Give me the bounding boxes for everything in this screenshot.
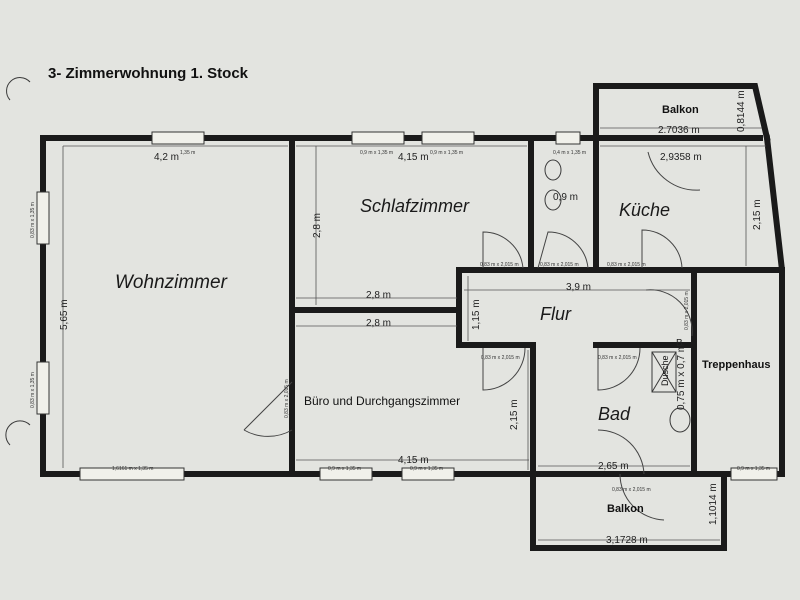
room-dusche: Dusche xyxy=(660,355,670,386)
window-bottom-1 xyxy=(79,467,185,481)
dim-buero-height: 2,15 m xyxy=(509,399,520,430)
window-bottom-2-label: 0,9 m x 1,35 m xyxy=(328,466,361,472)
door-kueche xyxy=(641,229,683,269)
window-top-1 xyxy=(151,131,205,145)
dim-bad-width: 2,65 m xyxy=(598,461,629,472)
window-left-1 xyxy=(36,191,50,245)
room-bad: Bad xyxy=(598,404,631,424)
dim-dusche-size: 0,75 m x 0,7 m xyxy=(676,344,687,410)
door-balkon-kueche xyxy=(647,151,701,191)
window-bottom-4-label: 0,9 m x 1,35 m xyxy=(737,466,770,472)
door-bad xyxy=(597,347,641,391)
door-schlafzimmer xyxy=(482,231,524,269)
room-treppenhaus: Treppenhaus xyxy=(702,359,770,371)
windows xyxy=(36,131,778,481)
door-wohnzimmer xyxy=(243,381,293,437)
window-bottom-3-label: 0,9 m x 1,35 m xyxy=(410,466,443,472)
room-balkon-bottom: Balkon xyxy=(607,503,644,515)
window-top-4-label: 0,4 m x 1,35 m xyxy=(553,150,586,156)
room-flur: Flur xyxy=(540,304,572,324)
dim-dusche-b: B xyxy=(676,338,683,349)
plan-title: 3- Zimmerwohnung 1. Stock xyxy=(48,65,249,82)
shower-tray xyxy=(651,351,677,393)
door-wc xyxy=(537,231,589,269)
room-buero: Büro und Durchgangszimmer xyxy=(304,394,460,408)
dim-flur-width: 3,9 m xyxy=(566,282,591,293)
wc-sink xyxy=(544,189,562,211)
window-bottom-2 xyxy=(319,467,373,481)
wc-toilet xyxy=(544,159,562,181)
window-left-2-label: 0,83 m x 1,35 m xyxy=(30,372,36,408)
window-top-4 xyxy=(555,131,581,145)
room-wohnzimmer: Wohnzimmer xyxy=(115,272,228,293)
dim-wohn-width: 4,2 m xyxy=(154,152,179,163)
window-top-2 xyxy=(351,131,405,145)
punch-hole-top xyxy=(6,77,31,101)
door-buero-label: 0,83 m x 2,015 m xyxy=(481,355,520,361)
dim-buero-width: 4,15 m xyxy=(398,455,429,466)
dim-kueche-width: 2,9358 m xyxy=(660,152,702,163)
window-left-2 xyxy=(36,361,50,415)
dim-buero-top: 2,8 m xyxy=(366,318,391,329)
dim-schlaf-width: 4,15 m xyxy=(398,152,429,163)
dim-wohn-height: 5,65 m xyxy=(59,299,70,330)
door-schlafzimmer-label: 0,83 m x 2,015 m xyxy=(480,262,519,268)
door-balkon-bad xyxy=(619,473,665,521)
window-top-1-label: 1,35 m xyxy=(180,150,195,156)
window-top-3-label: 0,9 m x 1,35 m xyxy=(430,150,463,156)
door-wohnzimmer-label: 0,83 m x 2,015 m xyxy=(284,379,290,418)
bad-sink xyxy=(669,407,691,433)
door-wc-label: 0,83 m x 2,015 m xyxy=(540,262,579,268)
dim-schlaf-bottom: 2,8 m xyxy=(366,290,391,301)
dim-balkon-top-width: 2.7036 m xyxy=(658,125,700,136)
room-balkon-top: Balkon xyxy=(662,104,699,116)
door-buero xyxy=(482,347,526,391)
window-left-1-label: 0,83 m x 1,35 m xyxy=(30,202,36,238)
window-bottom-3 xyxy=(401,467,455,481)
dim-balkon-bottom-height: 1,1014 m xyxy=(708,483,719,525)
dim-balkon-bottom-width: 3,1728 m xyxy=(606,535,648,546)
dim-kueche-height: 2,15 m xyxy=(752,199,763,230)
room-schlafzimmer: Schlafzimmer xyxy=(360,196,470,216)
dim-wc-width: 0,9 m xyxy=(553,192,578,203)
window-top-2-label: 0,9 m x 1,35 m xyxy=(360,150,393,156)
window-bottom-4 xyxy=(730,467,778,481)
dim-schlaf-height: 2,8 m xyxy=(312,213,323,238)
dimension-lines xyxy=(62,127,766,541)
door-balkon-label: 0,83 m x 2,015 m xyxy=(612,487,651,493)
punch-hole-bottom xyxy=(5,420,31,446)
dim-flur-height: 1,15 m xyxy=(471,299,482,330)
door-kueche-label: 0,83 m x 2,015 m xyxy=(607,262,646,268)
window-bottom-1-label: 1,6161 m x 1,35 m xyxy=(112,466,153,472)
door-treppenhaus-label: 0,83 m x 2,015 m xyxy=(684,291,690,330)
door-bad-label: 0,83 m x 2,015 m xyxy=(598,355,637,361)
dim-balkon-top-height: 0,8144 m xyxy=(736,90,747,132)
window-top-3 xyxy=(421,131,475,145)
fixtures xyxy=(544,159,691,433)
room-kueche: Küche xyxy=(619,200,670,220)
